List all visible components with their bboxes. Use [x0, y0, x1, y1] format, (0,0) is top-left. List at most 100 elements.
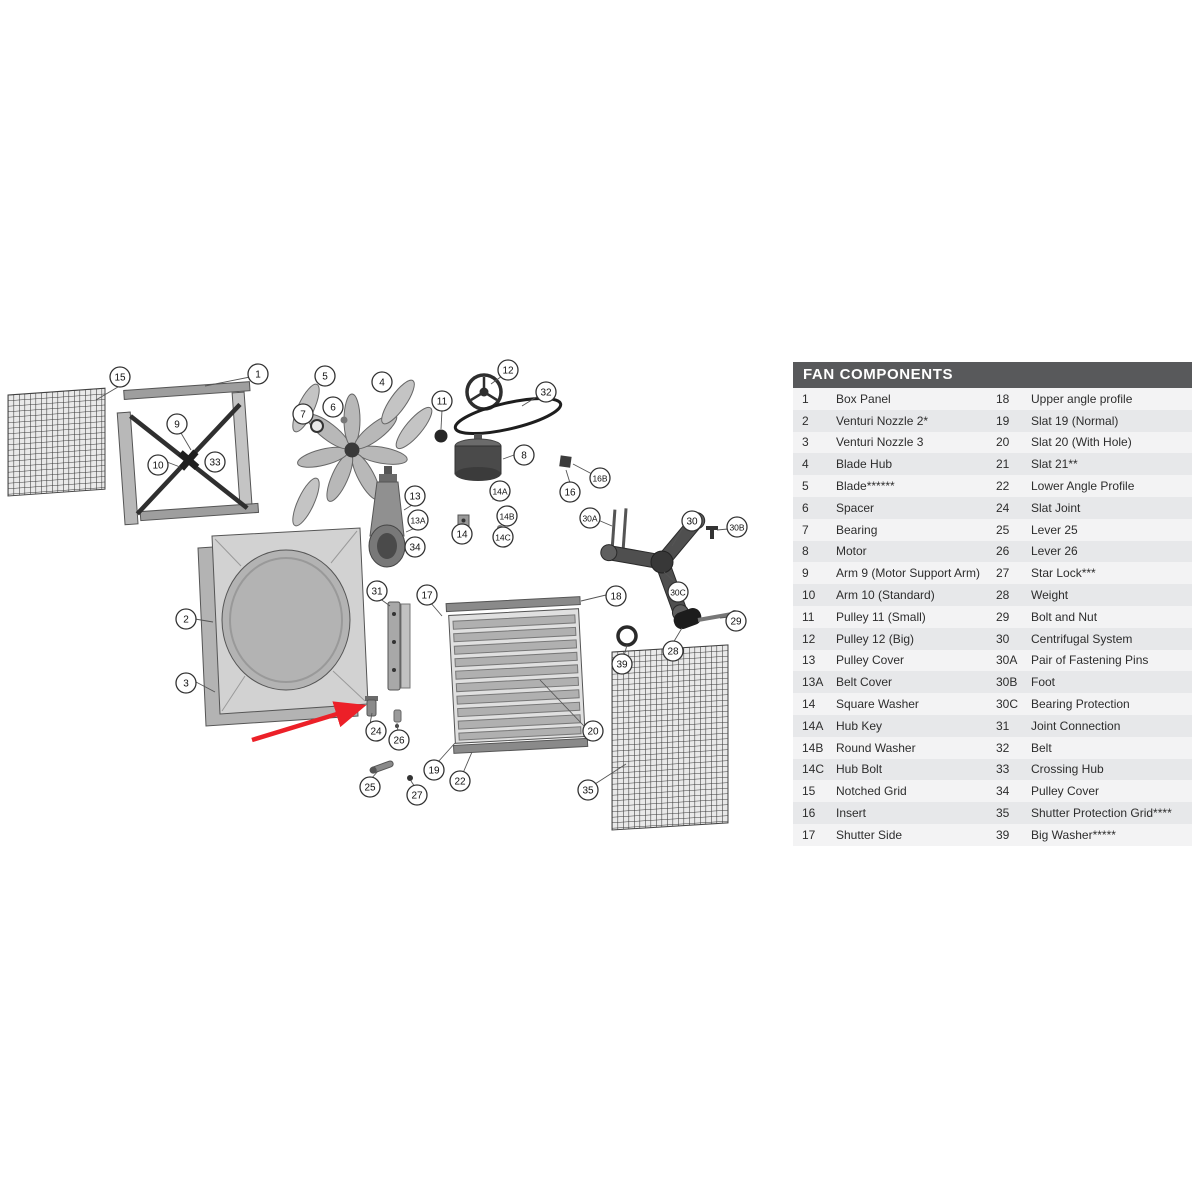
part-name-right: Joint Connection [1031, 718, 1121, 733]
callout-30: 30 [681, 510, 703, 532]
part-number-left: 15 [802, 784, 816, 799]
part-number-right: 35 [996, 806, 1010, 821]
part-number-left: 11 [802, 609, 815, 624]
shutter-protection-grid-35 [611, 644, 729, 831]
part-name-right: Foot [1031, 675, 1056, 690]
svg-text:16B: 16B [592, 474, 607, 484]
table-row: 14A Hub Key 31 Joint Connection [793, 714, 1192, 737]
spacer-6 [340, 416, 348, 424]
part-name-right: Pulley Cover [1031, 784, 1100, 799]
belt-32 [453, 396, 563, 436]
svg-text:18: 18 [610, 592, 622, 603]
svg-text:14: 14 [456, 530, 468, 541]
part-number-left: 14 [802, 697, 816, 712]
part-number-right: 32 [996, 740, 1010, 755]
callout-11: 11 [431, 390, 453, 412]
svg-text:16: 16 [564, 488, 576, 499]
part-number-right: 20 [996, 435, 1010, 450]
svg-text:14A: 14A [492, 487, 507, 497]
svg-text:14C: 14C [495, 533, 511, 543]
svg-text:34: 34 [409, 543, 421, 554]
callout-30C: 30C [667, 581, 689, 603]
part-number-right: 30B [996, 675, 1018, 690]
part-name-right: Shutter Protection Grid**** [1031, 806, 1172, 821]
callout-13A: 13A [407, 509, 429, 531]
weight-28 [673, 608, 702, 630]
svg-text:5: 5 [322, 372, 328, 383]
part-number-right: 30C [996, 697, 1019, 712]
svg-text:33: 33 [209, 458, 221, 469]
callout-8: 8 [513, 444, 535, 466]
callout-31: 31 [366, 580, 388, 602]
callout-19: 19 [423, 759, 445, 781]
svg-text:6: 6 [330, 403, 336, 414]
fastening-pins-30a [610, 508, 628, 554]
part-number-right: 31 [996, 718, 1010, 733]
callout-12: 12 [497, 359, 519, 381]
part-name-left: Round Washer [836, 740, 916, 755]
callout-27: 27 [406, 784, 428, 806]
part-name-left: Hub Key [836, 718, 883, 733]
part-number-right: 30 [996, 631, 1010, 646]
callout-33: 33 [204, 451, 226, 473]
part-number-left: 14A [802, 718, 824, 733]
callout-17: 17 [416, 584, 438, 606]
big-washer-39 [616, 625, 638, 647]
shutter-assembly [445, 596, 589, 754]
table-row: 11 Pulley 11 (Small) 29 Bolt and Nut [793, 605, 1192, 628]
part-number-right: 24 [996, 500, 1010, 515]
svg-text:26: 26 [393, 736, 405, 747]
part-name-left: Pulley Cover [836, 653, 905, 668]
part-name-left: Notched Grid [836, 784, 907, 799]
part-number-left: 10 [802, 588, 816, 603]
callout-24: 24 [365, 720, 387, 742]
callout-30B: 30B [726, 516, 748, 538]
part-name-right: Bearing Protection [1031, 697, 1130, 712]
part-name-right: Weight [1031, 588, 1069, 603]
part-number-left: 2 [802, 413, 809, 428]
part-number-left: 14C [802, 762, 825, 777]
part-name-left: Venturi Nozzle 3 [836, 435, 924, 450]
part-name-right: Slat 20 (With Hole) [1031, 435, 1132, 450]
part-number-left: 1 [802, 391, 809, 406]
svg-text:20: 20 [587, 727, 599, 738]
callout-39: 39 [611, 653, 633, 675]
blade-hub-4 [344, 442, 360, 458]
part-name-left: Venturi Nozzle 2* [836, 413, 929, 428]
svg-text:28: 28 [667, 647, 679, 658]
table-row: 1 Box Panel 18 Upper angle profile [793, 388, 1192, 410]
part-name-left: Blade Hub [836, 457, 893, 472]
callout-15: 15 [109, 366, 131, 388]
part-name-right: Upper angle profile [1031, 391, 1133, 406]
part-name-left: Arm 10 (Standard) [836, 588, 935, 603]
part-name-right: Lever 25 [1031, 522, 1078, 537]
svg-text:17: 17 [421, 591, 433, 602]
callout-7: 7 [292, 403, 314, 425]
part-name-right: Lower Angle Profile [1031, 479, 1135, 494]
part-number-right: 18 [996, 391, 1010, 406]
svg-text:12: 12 [502, 366, 514, 377]
callout-32: 32 [535, 381, 557, 403]
part-number-right: 21 [996, 457, 1010, 472]
lever-26 [393, 709, 402, 723]
part-number-left: 7 [802, 522, 809, 537]
insert-16 [559, 455, 572, 468]
table-row: 6 Spacer 24 Slat Joint [793, 496, 1192, 519]
part-name-right: Centrifugal System [1031, 631, 1133, 646]
part-name-right: Crossing Hub [1031, 762, 1104, 777]
part-name-right: Big Washer***** [1031, 827, 1116, 842]
svg-text:3: 3 [183, 679, 189, 690]
misc-small-parts [365, 608, 738, 781]
star-lock-27 [407, 775, 413, 781]
part-number-right: 29 [996, 609, 1010, 624]
callout-28: 28 [662, 640, 684, 662]
callout-14: 14 [451, 523, 473, 545]
parts-table-rows: 1 Box Panel 18 Upper angle profile 2 Ven… [793, 388, 1192, 846]
table-row: 7 Bearing 25 Lever 25 [793, 518, 1192, 541]
part-number-right: 26 [996, 544, 1010, 559]
svg-text:30: 30 [686, 517, 698, 528]
table-row: 13 Pulley Cover 30A Pair of Fastening Pi… [793, 649, 1192, 672]
part-number-left: 6 [802, 500, 809, 515]
table-row: 10 Arm 10 (Standard) 28 Weight [793, 584, 1192, 606]
